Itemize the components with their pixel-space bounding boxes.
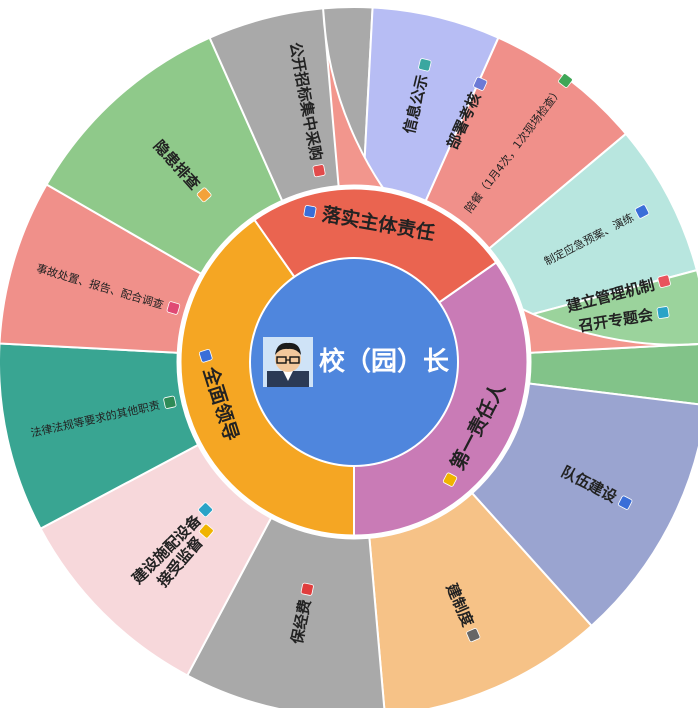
document-icon <box>466 628 481 643</box>
law-icon <box>163 395 177 409</box>
plan-icon <box>634 204 650 219</box>
eye-icon <box>199 523 214 539</box>
list-icon <box>473 76 488 91</box>
cart-icon <box>312 164 326 178</box>
money-icon <box>300 582 314 596</box>
center-title: 校（园）长 <box>319 346 450 377</box>
meeting-icon <box>656 306 670 319</box>
team-icon <box>618 495 633 510</box>
leader-icon <box>198 348 213 363</box>
gear-icon <box>657 274 671 288</box>
center-circle <box>251 259 457 465</box>
flag-icon <box>303 205 317 219</box>
alarm-icon <box>166 301 181 315</box>
search-icon <box>196 187 212 203</box>
avatar <box>263 337 313 387</box>
meal-icon <box>558 73 573 88</box>
board-icon <box>418 58 432 72</box>
ring-separator <box>176 184 532 540</box>
outer-ring <box>0 6 698 708</box>
person-icon <box>442 472 458 487</box>
equipment-icon <box>198 502 213 518</box>
